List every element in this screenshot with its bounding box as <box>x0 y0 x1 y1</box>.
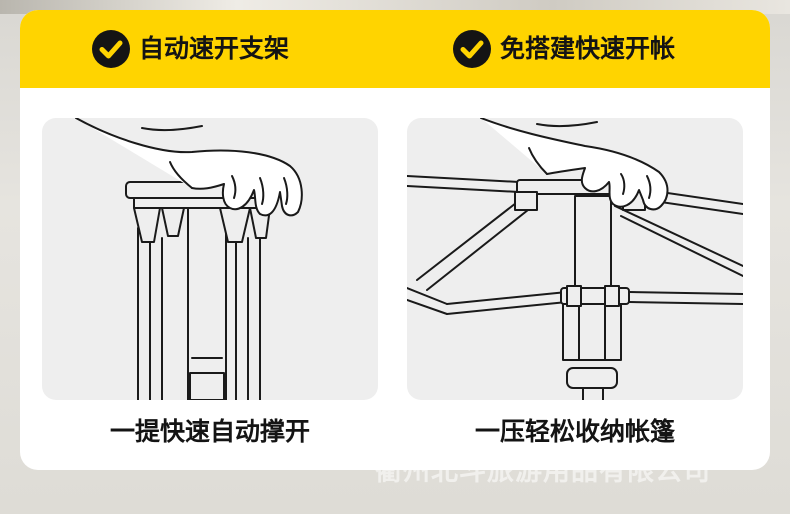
illustration-lift-open <box>42 118 378 400</box>
caption-right: 一压轻松收纳帐篷 <box>474 417 675 446</box>
caption-left: 一提快速自动撑开 <box>109 417 310 446</box>
feature-banner: 自动速开支架 免搭建快速开帐 <box>20 10 770 88</box>
banner-label-left: 自动速开支架 <box>139 34 290 63</box>
company-watermark: 衢州北斗旅游用品有限公司 <box>375 456 711 487</box>
illustration-press-fold <box>407 118 743 400</box>
banner-item-auto-frame: 自动速开支架 <box>20 10 395 88</box>
banner-item-no-setup: 免搭建快速开帐 <box>395 10 770 88</box>
check-circle-icon <box>453 30 491 68</box>
check-circle-icon <box>92 30 130 68</box>
banner-label-right: 免搭建快速开帐 <box>500 34 676 63</box>
feature-card: 自动速开支架 免搭建快速开帐 <box>20 10 770 470</box>
